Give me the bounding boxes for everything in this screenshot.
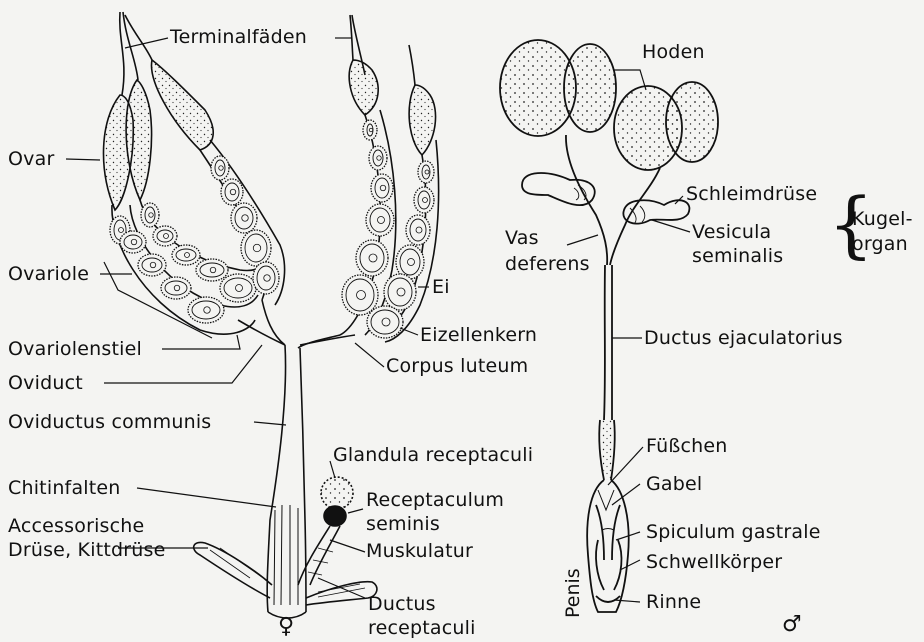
ovar <box>126 80 151 200</box>
label-gabel: Gabel <box>646 474 702 494</box>
vas-deferens <box>610 168 660 265</box>
rinne <box>596 596 620 602</box>
receptaculum-seminis <box>324 506 346 526</box>
label-terminalfaeden: Terminalfäden <box>170 27 307 47</box>
ductus-ejaculatorius <box>604 265 605 420</box>
egg-chamber <box>363 120 377 140</box>
label-oviductus-communis: Oviductus communis <box>8 412 211 432</box>
ovar <box>349 60 378 115</box>
egg-chamber <box>384 274 416 310</box>
label-muskulatur: Muskulatur <box>366 541 473 561</box>
label-chitinfalten: Chitinfalten <box>8 478 121 498</box>
hoden-right-b <box>666 82 718 162</box>
accessory-gland <box>306 582 377 605</box>
label-fuesschen: Füßchen <box>646 436 728 456</box>
leader-receptaculum <box>348 509 363 513</box>
spiculum <box>596 505 620 560</box>
female-symbol: ♀ <box>278 616 294 638</box>
chitin-folds <box>274 505 298 605</box>
leader-terminalfaeden <box>125 38 168 48</box>
vas-deferens <box>566 135 607 265</box>
label-ductus-ejaculatorius: Ductus ejaculatorius <box>644 328 843 348</box>
terminal-filament <box>120 12 124 95</box>
terminal-filament <box>125 15 152 60</box>
label-hoden: Hoden <box>642 42 705 62</box>
label-corpus-luteum: Corpus luteum <box>386 356 528 376</box>
label-seminalis: seminalis <box>692 246 783 266</box>
label-schleimdruese: Schleimdrüse <box>686 184 817 204</box>
label-rinne: Rinne <box>646 592 701 612</box>
label-druese-kittdruese: Drüse, Kittdrüse <box>8 540 166 560</box>
label-ovar: Ovar <box>8 149 54 169</box>
label-deferens: deferens <box>505 254 590 274</box>
ovariole-stalk <box>238 320 285 345</box>
ovar <box>409 85 435 155</box>
label-eizellenkern: Eizellenkern <box>420 325 537 345</box>
label-receptaculi: receptaculi <box>368 618 476 638</box>
egg-chamber <box>196 259 228 281</box>
oviduct <box>262 300 285 345</box>
egg-chamber <box>342 275 378 315</box>
label-oviduct: Oviduct <box>8 373 83 393</box>
label-ductus: Ductus <box>368 594 436 614</box>
leader-vesicula <box>652 220 690 232</box>
male-symbol: ♂ <box>782 614 802 636</box>
glandula-receptaculi <box>321 477 353 509</box>
label-spiculum-gastrale: Spiculum gastrale <box>646 522 821 542</box>
label-seminis: seminis <box>366 514 440 534</box>
label-ei: Ei <box>432 277 450 297</box>
hoden-left-b <box>564 44 616 132</box>
accessory-gland <box>194 542 272 598</box>
ovar <box>152 60 214 150</box>
schleimdruese <box>522 173 595 205</box>
egg-chamber <box>367 306 403 338</box>
leader-vas-deferens <box>567 235 598 245</box>
leader-rinne <box>614 600 640 602</box>
label-kugelorgan-2: organ <box>852 234 908 254</box>
schwellkoerper <box>596 540 621 590</box>
leader-muskulatur <box>330 540 365 552</box>
muskulatur <box>308 548 333 575</box>
egg-chamber <box>241 230 271 266</box>
leader-corpus-luteum <box>355 343 384 367</box>
label-vas: Vas <box>505 228 539 248</box>
leader-ovar <box>66 159 100 160</box>
eggs-group <box>110 120 434 338</box>
penis-outer <box>587 480 629 612</box>
label-vesicula: Vesicula <box>692 222 771 242</box>
label-receptaculum: Receptaculum <box>366 490 504 510</box>
leader-gabel <box>612 484 640 505</box>
egg-chamber <box>356 240 388 276</box>
label-schwellkoerper: Schwellkörper <box>646 552 782 572</box>
oviductus-communis <box>267 345 285 612</box>
label-kugelorgan-1: Kugel- <box>852 209 913 229</box>
egg-chamber <box>418 161 434 183</box>
leader-ductus-receptaculi <box>318 578 365 598</box>
label-ovariolenstiel: Ovariolenstiel <box>8 339 142 359</box>
terminal-filament <box>409 45 415 85</box>
label-accessorische: Accessorische <box>8 516 144 536</box>
label-glandula-receptaculi: Glandula receptaculi <box>333 445 533 465</box>
leader-ovariolenstiel <box>162 335 240 349</box>
leader-schwellkoerper <box>620 560 640 570</box>
egg-chamber <box>161 277 191 299</box>
leader-oviductus-communis <box>254 422 286 425</box>
leader-chitinfalten <box>137 488 276 507</box>
accessory-gland-fill <box>210 548 365 597</box>
label-ovariole: Ovariole <box>8 264 89 284</box>
label-penis: Penis <box>562 568 584 618</box>
